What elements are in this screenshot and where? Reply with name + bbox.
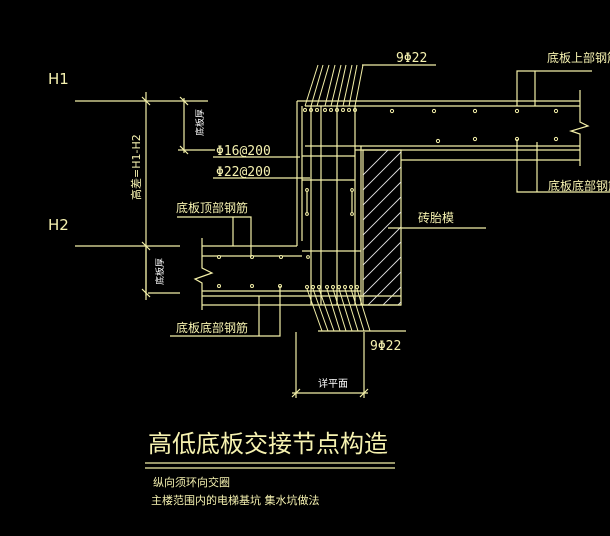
- note-line-2: 主楼范围内的电梯基坑 集水坑做法: [151, 493, 320, 507]
- brick-formwork-label: 砖胎模: [418, 210, 454, 225]
- lower-slab-bottom-leader: [170, 286, 281, 337]
- dim-tick: [141, 96, 151, 106]
- lower-thickness-label: 底板厚: [154, 258, 166, 285]
- upper-slab-bottom-rebar-label: 底板底部钢筋: [548, 178, 610, 193]
- upper-slab-break-line: [568, 90, 590, 166]
- stirrup-marks: [305, 188, 354, 259]
- upper-slab-top-rebar-dots: [389, 108, 559, 114]
- top-bundle-label: 9Φ22: [396, 51, 427, 66]
- lower-slab-break-line: [193, 238, 214, 310]
- upper-thickness-label: 底板厚: [194, 109, 206, 136]
- bottom-bundle-dots: [305, 285, 359, 289]
- stirrup-label-2: Φ22@200: [216, 165, 271, 180]
- bottom-bundle-label: 9Φ22: [370, 339, 401, 354]
- lower-slab-top-rebar-label: 底板顶部钢筋: [176, 200, 248, 215]
- dim-tick: [179, 96, 189, 106]
- dim-tick: [179, 145, 189, 155]
- top-bundle-rebars: [304, 64, 364, 107]
- note-line-1: 纵向须环向交圈: [153, 475, 230, 489]
- lower-slab-bottom-rebar-label: 底板底部钢筋: [176, 320, 248, 335]
- dim-tick: [291, 388, 301, 398]
- bottom-bundle-rebars: [306, 288, 371, 332]
- upper-slab-bottom-rebar-dots: [435, 136, 559, 144]
- upper-slab-top-rebar-label: 底板上部钢筋: [547, 50, 610, 65]
- stirrup-label-1: Φ16@200: [216, 144, 271, 159]
- brick-formwork-hatch: [363, 150, 401, 305]
- dim-tick: [141, 288, 151, 298]
- width-dim-label: 详平面: [318, 377, 348, 390]
- lower-slab-rebar-dots: [217, 255, 283, 288]
- height-diff-label: 高差=H1-H2: [129, 134, 143, 200]
- lower-slab-top-leader: [177, 216, 252, 257]
- drawing-title: 高低底板交接节点构造: [148, 430, 388, 458]
- upper-slab-bottom-leader: [516, 139, 610, 193]
- dim-tick: [359, 388, 369, 398]
- level-h2-label: H2: [48, 216, 69, 234]
- upper-slab-top-leader: [516, 70, 592, 106]
- level-h1-label: H1: [48, 70, 69, 88]
